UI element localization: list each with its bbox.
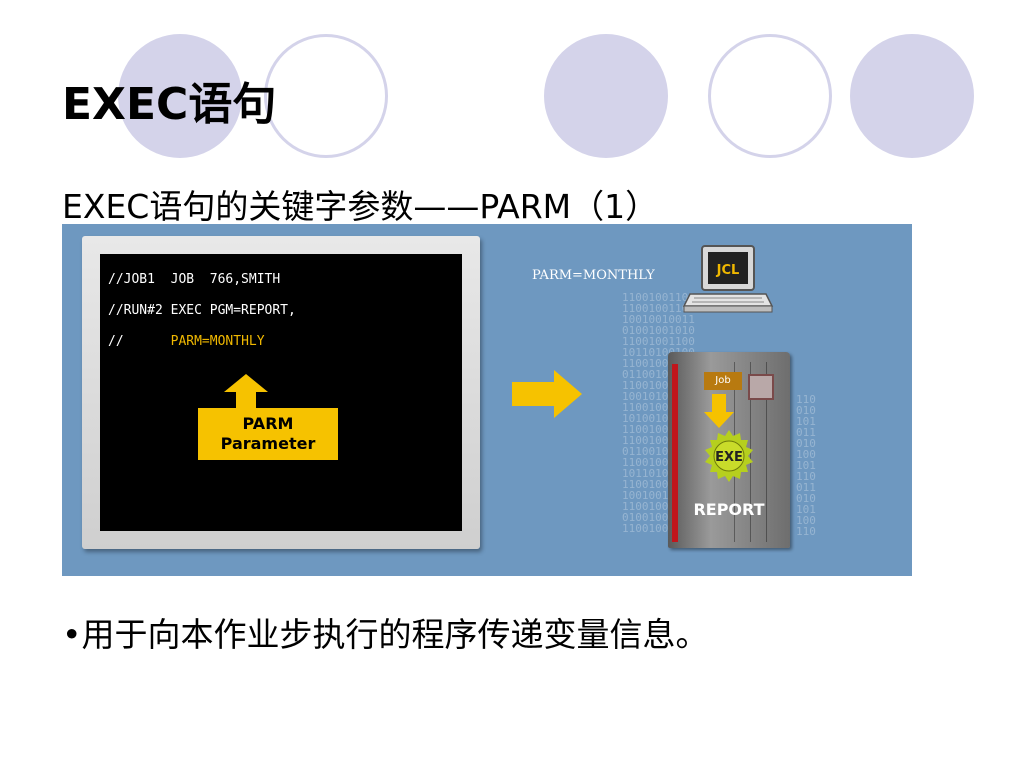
exe-gear-icon: EXE	[705, 430, 753, 482]
binary-backdrop: 11001001100 11001001100 10010010011 0100…	[622, 291, 695, 535]
up-arrow-icon	[224, 374, 268, 410]
terminal-frame: //JOB1 JOB 766,SMITH //RUN#2 EXEC PGM=RE…	[82, 236, 480, 549]
parm-monthly-text: PARM=MONTHLY	[532, 268, 655, 283]
code-line-1: //JOB1 JOB 766,SMITH	[108, 272, 281, 287]
down-arrow-icon	[704, 394, 734, 428]
decor-circle-3	[544, 34, 668, 158]
right-arrow-icon	[512, 370, 582, 418]
terminal-screen: //JOB1 JOB 766,SMITH //RUN#2 EXEC PGM=RE…	[100, 254, 462, 531]
server-red-stripe	[672, 364, 678, 542]
svg-text:JCL: JCL	[716, 263, 740, 278]
parm-parameter-label: PARM Parameter	[198, 408, 338, 460]
report-label: REPORT	[693, 500, 765, 519]
disk-icon	[748, 374, 774, 400]
decor-circle-2	[264, 34, 388, 158]
jcl-computer-icon: JCL	[682, 245, 774, 313]
binary-backdrop-right: 110 010 101 011 010 100 101 110 011 010 …	[796, 393, 816, 538]
mainframe-server: Job EXE REPORT	[668, 352, 790, 548]
svg-text:EXE: EXE	[715, 450, 743, 465]
slide-title: EXEC语句	[62, 79, 277, 130]
parm-illustration: //JOB1 JOB 766,SMITH //RUN#2 EXEC PGM=RE…	[62, 224, 912, 576]
decor-circle-1	[118, 34, 242, 158]
decor-circle-5	[850, 34, 974, 158]
slide-subtitle: EXEC语句的关键字参数——PARM（1）	[62, 187, 659, 226]
decor-circle-4	[708, 34, 832, 158]
job-tag: Job	[704, 372, 742, 390]
code-line-2: //RUN#2 EXEC PGM=REPORT,	[108, 303, 296, 318]
parm-highlight: PARM=MONTHLY	[170, 334, 265, 349]
code-line-3: // PARM=MONTHLY	[108, 334, 265, 349]
bullet-text: •用于向本作业步执行的程序传递变量信息。	[62, 615, 709, 654]
